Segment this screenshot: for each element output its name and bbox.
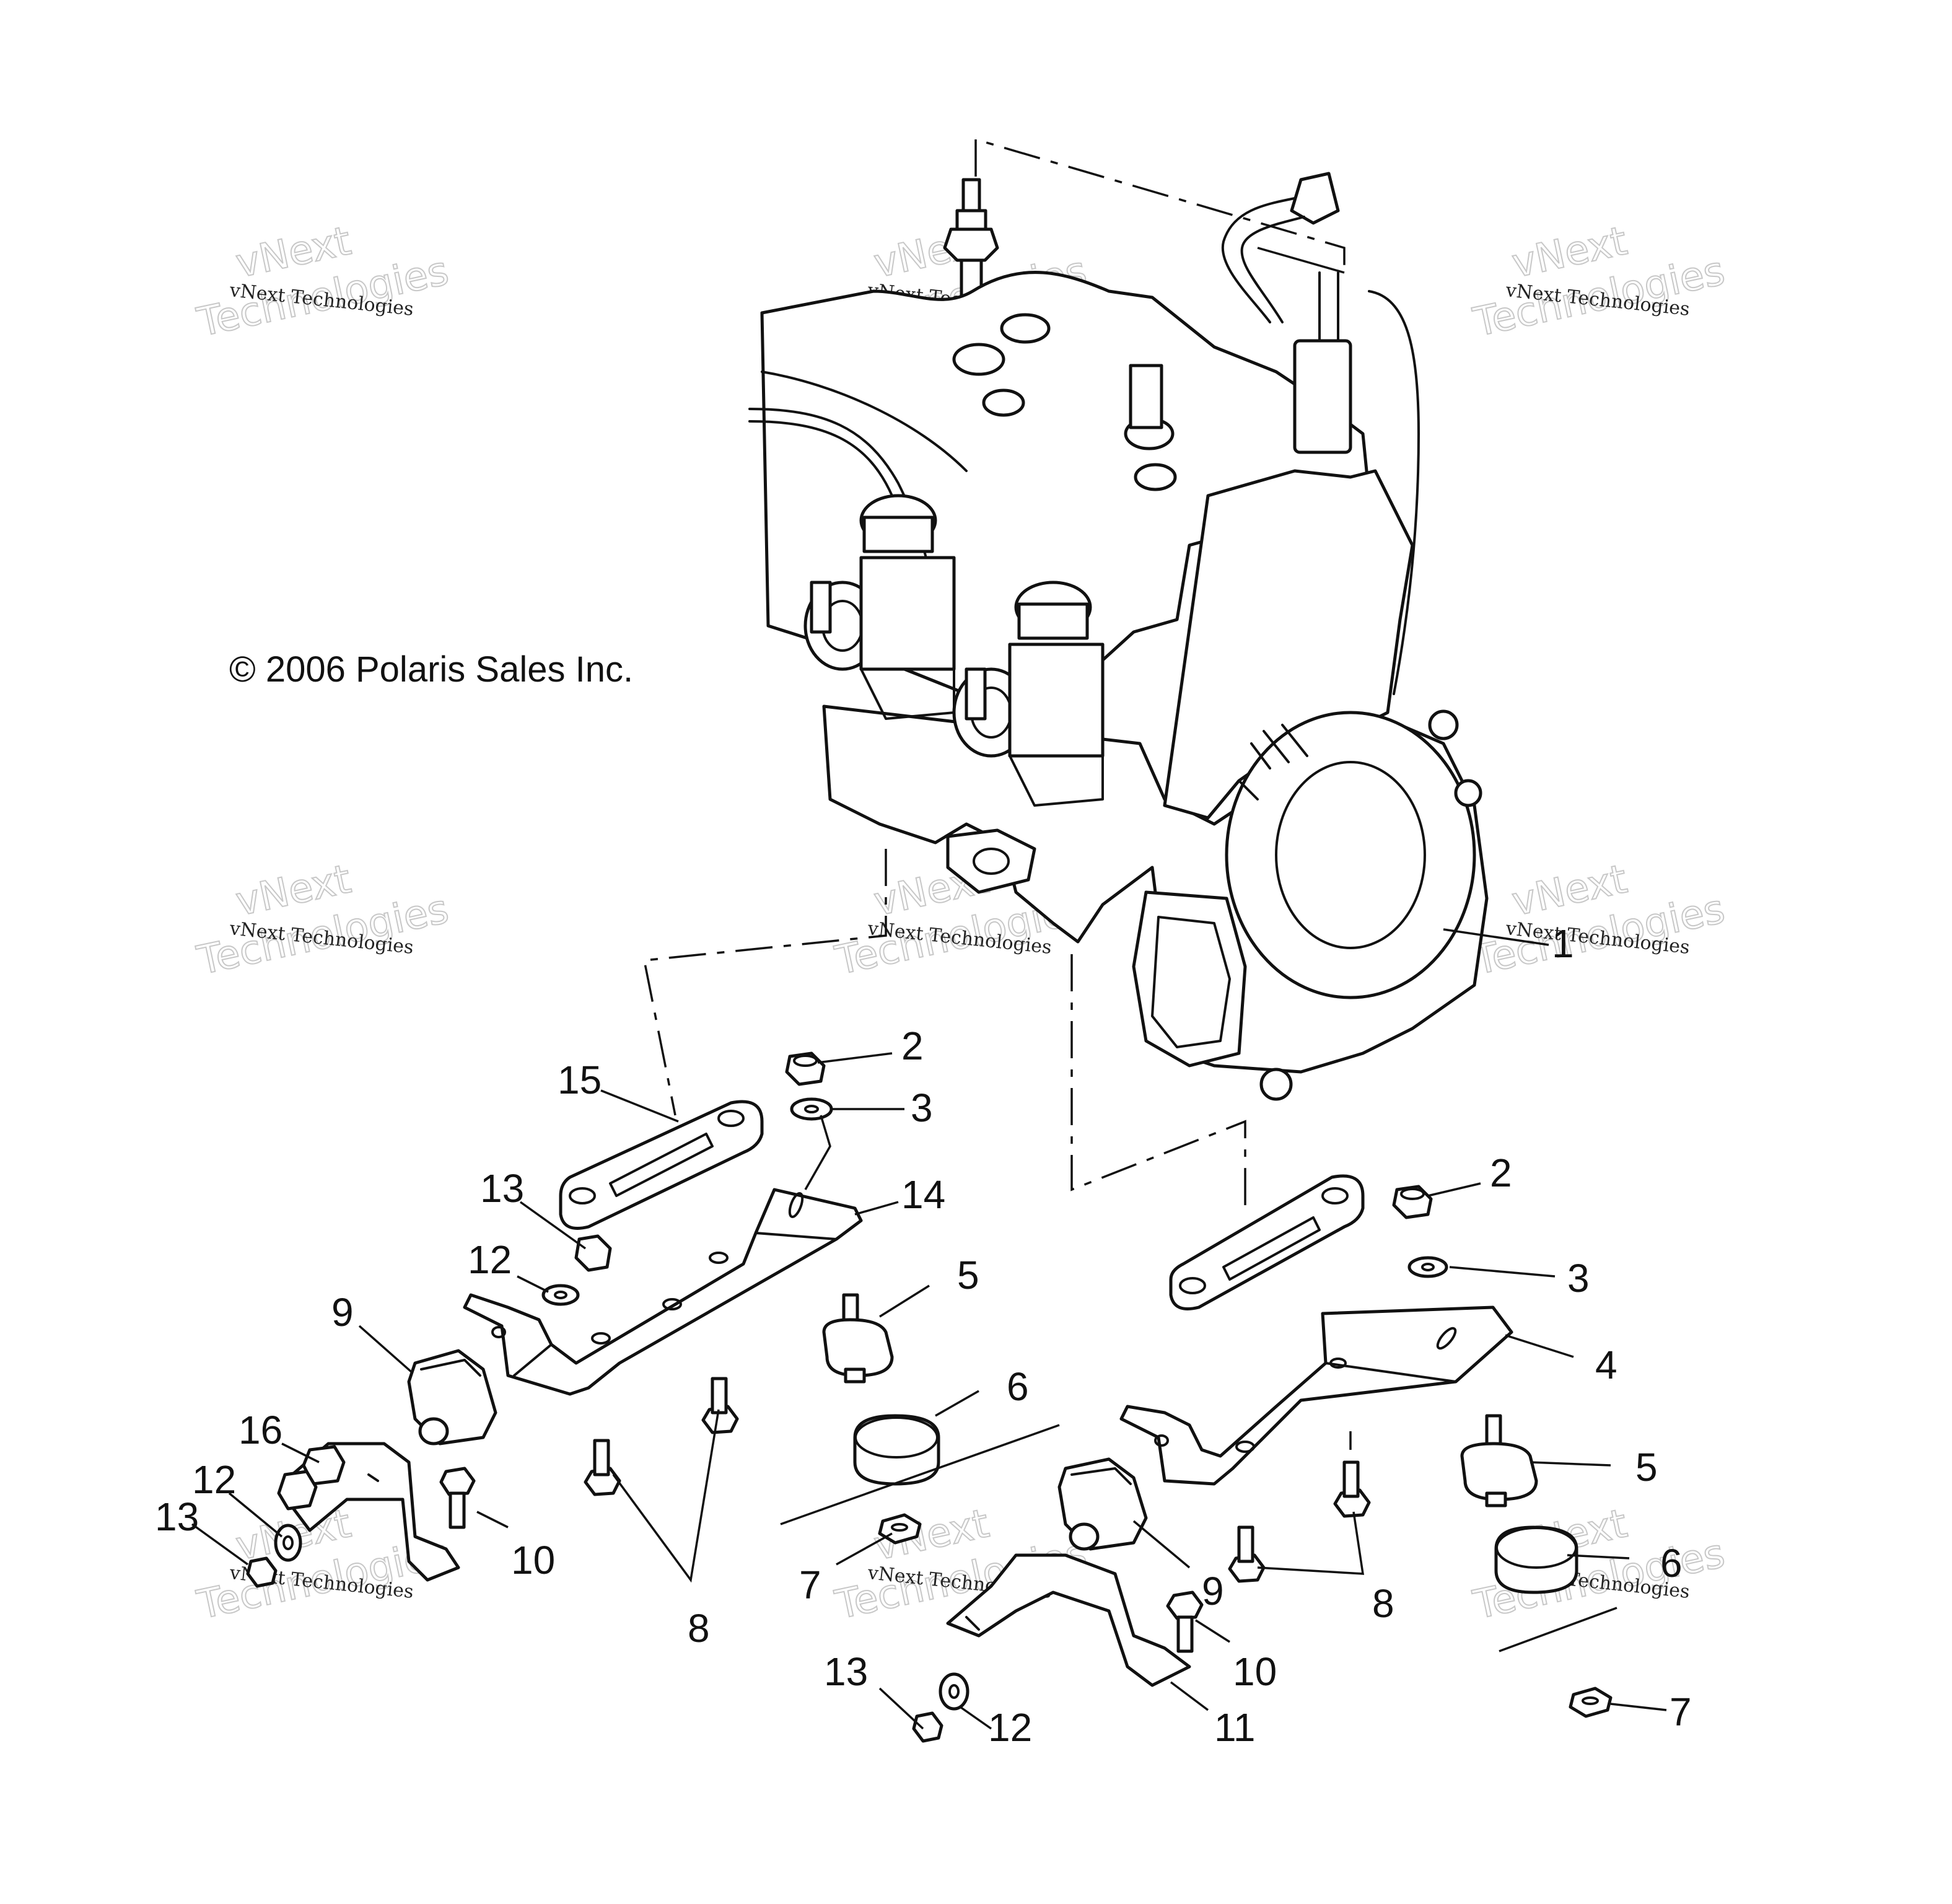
part-3-washer [1407,1256,1448,1278]
callout-7: 7 [1670,1690,1692,1734]
callout-11: 11 [1214,1705,1255,1750]
part-13-nut-lower [246,1556,278,1588]
callout-10: 10 [511,1538,555,1582]
recoil-starter [1225,711,1476,999]
callout-13: 13 [155,1494,199,1539]
ignition-coil [1293,339,1352,454]
callout-3: 3 [1567,1256,1590,1301]
right-mount-group [912,1174,1617,1743]
callout-3: 3 [911,1086,933,1130]
plug-cap-wire [1221,172,1340,323]
engine-assembly [748,138,1489,1101]
callout-16: 16 [239,1408,282,1452]
callout-9: 9 [331,1290,354,1335]
part-15-spacer [559,1100,764,1230]
callout-7: 7 [799,1563,821,1607]
callout-2: 2 [1490,1151,1512,1195]
callout-8: 8 [1372,1581,1394,1626]
callout-6: 6 [1007,1364,1029,1409]
part-8-bolt [701,1377,739,1434]
part-4-bracket [1119,1305,1513,1486]
carburetor-left [803,494,956,720]
watermark: vNext Technologies [1469,217,1730,346]
carburetor-right [952,581,1105,807]
part-spacer-right [1169,1174,1365,1310]
callout-6: 6 [1660,1541,1683,1586]
part-8-bolt [1333,1460,1371,1518]
part-7-nut [878,1513,922,1545]
callout-14: 14 [901,1172,945,1217]
part-2-nut [785,1051,826,1086]
copyright-notice: © 2006 Polaris Sales Inc. [229,649,633,690]
part-12-washer [939,1672,969,1711]
part-13-nut [574,1234,612,1272]
callout-13: 13 [480,1166,524,1211]
part-7-nut [1569,1687,1613,1718]
callout-labels: 1 2 3 15 14 13 12 9 16 12 13 10 8 5 6 7 … [155,921,1692,1750]
callout-9: 9 [1202,1569,1224,1613]
callout-15: 15 [558,1058,602,1102]
part-5-rubber-mount [822,1293,894,1384]
part-10-bolt [1166,1590,1204,1653]
callout-5: 5 [957,1253,979,1297]
callout-4: 4 [1595,1343,1617,1387]
callout-12: 12 [468,1237,512,1282]
callout-1: 1 [1552,921,1574,966]
part-9-rubber-block [407,1349,497,1446]
part-2-nut [1392,1185,1433,1219]
spark-plug [943,178,999,299]
callout-13: 13 [824,1649,868,1694]
part-6-rubber-pad [853,1414,940,1486]
part-16-bracket [277,1442,460,1582]
alignment-line [974,138,1346,273]
part-12-washer-lower [274,1524,302,1562]
part-13-nut [912,1711,943,1743]
callout-10: 10 [1233,1649,1277,1694]
watermark: vNext Technologies [1469,856,1730,985]
part-3-washer [790,1097,833,1121]
alignment-line [642,849,887,1116]
part-14-bracket [463,1188,863,1396]
callout-8: 8 [688,1606,710,1651]
part-10-bolt [439,1467,476,1529]
leader-lines [191,928,1667,1730]
alignment-line [1070,954,1246,1208]
part-9-rubber-block [1057,1457,1148,1551]
part-8-bolt [584,1439,621,1496]
callout-2: 2 [901,1024,924,1068]
part-12-washer [541,1284,580,1306]
part-6-rubber-pad [1494,1525,1578,1594]
part-5-rubber-mount [1460,1414,1538,1507]
callout-12: 12 [988,1705,1032,1750]
callout-12: 12 [192,1457,236,1502]
exhaust-gasket [946,828,1036,894]
watermark: vNext Technologies [193,856,453,985]
left-mount-group [246,1051,1060,1588]
callout-5: 5 [1635,1445,1658,1489]
part-8-bolt [1228,1525,1266,1583]
watermark: vNext Technologies [193,217,453,346]
part-11-bracket [946,1553,1191,1687]
